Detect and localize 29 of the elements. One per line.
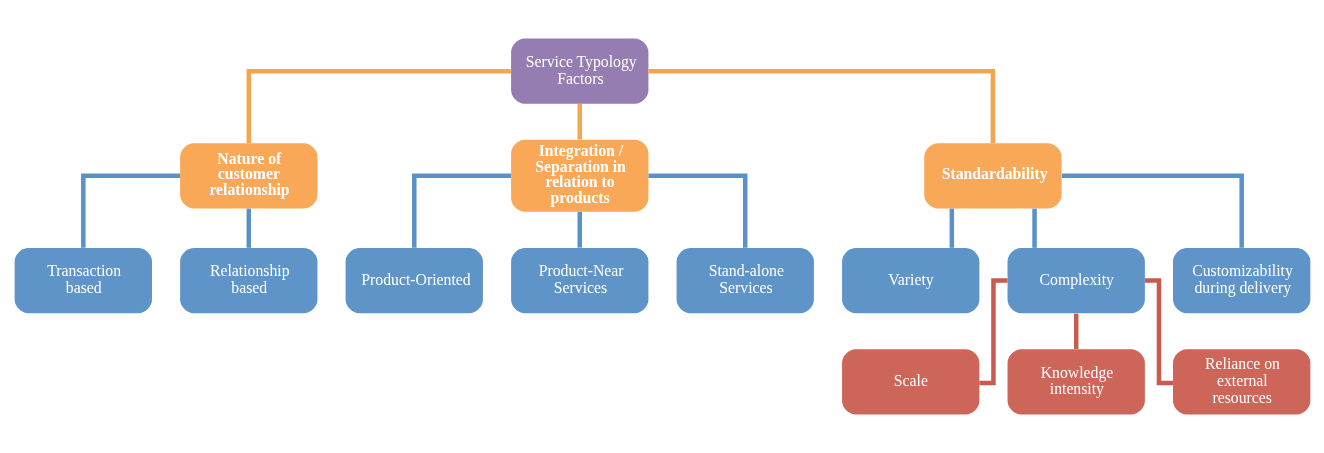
node-box: Scale (841, 349, 979, 415)
node-box: Variety (841, 247, 979, 314)
connector (1073, 313, 1078, 349)
node-box: Nature of customer relationship (179, 143, 317, 209)
connector (411, 173, 511, 248)
connector (647, 68, 995, 143)
connector (577, 104, 582, 140)
connector (1061, 173, 1244, 248)
connector (1031, 208, 1037, 248)
node-box: Product-Oriented (345, 247, 483, 314)
node-box: Standardability (923, 143, 1062, 209)
node-box: Complexity (1007, 247, 1145, 314)
node-box: Product-Near Services (510, 247, 648, 314)
connector (246, 208, 251, 248)
connector (648, 173, 747, 248)
node-box: Reliance on external resources (1172, 349, 1310, 415)
connector (80, 173, 180, 248)
node-box: Stand-alone Services (676, 247, 814, 314)
connector (246, 68, 511, 143)
node-box: Knowledge intensity (1007, 349, 1145, 415)
node-box: Service Typology Factors (510, 38, 648, 104)
node-box: Integration / Separation in relation to products (510, 139, 648, 212)
connector (978, 278, 1007, 386)
connector (949, 208, 954, 248)
connector (1144, 278, 1173, 386)
node-box: Transaction based (14, 247, 152, 314)
node-box: Customizability during delivery (1172, 247, 1310, 314)
connector (577, 211, 582, 248)
node-box: Relationship based (179, 247, 317, 314)
